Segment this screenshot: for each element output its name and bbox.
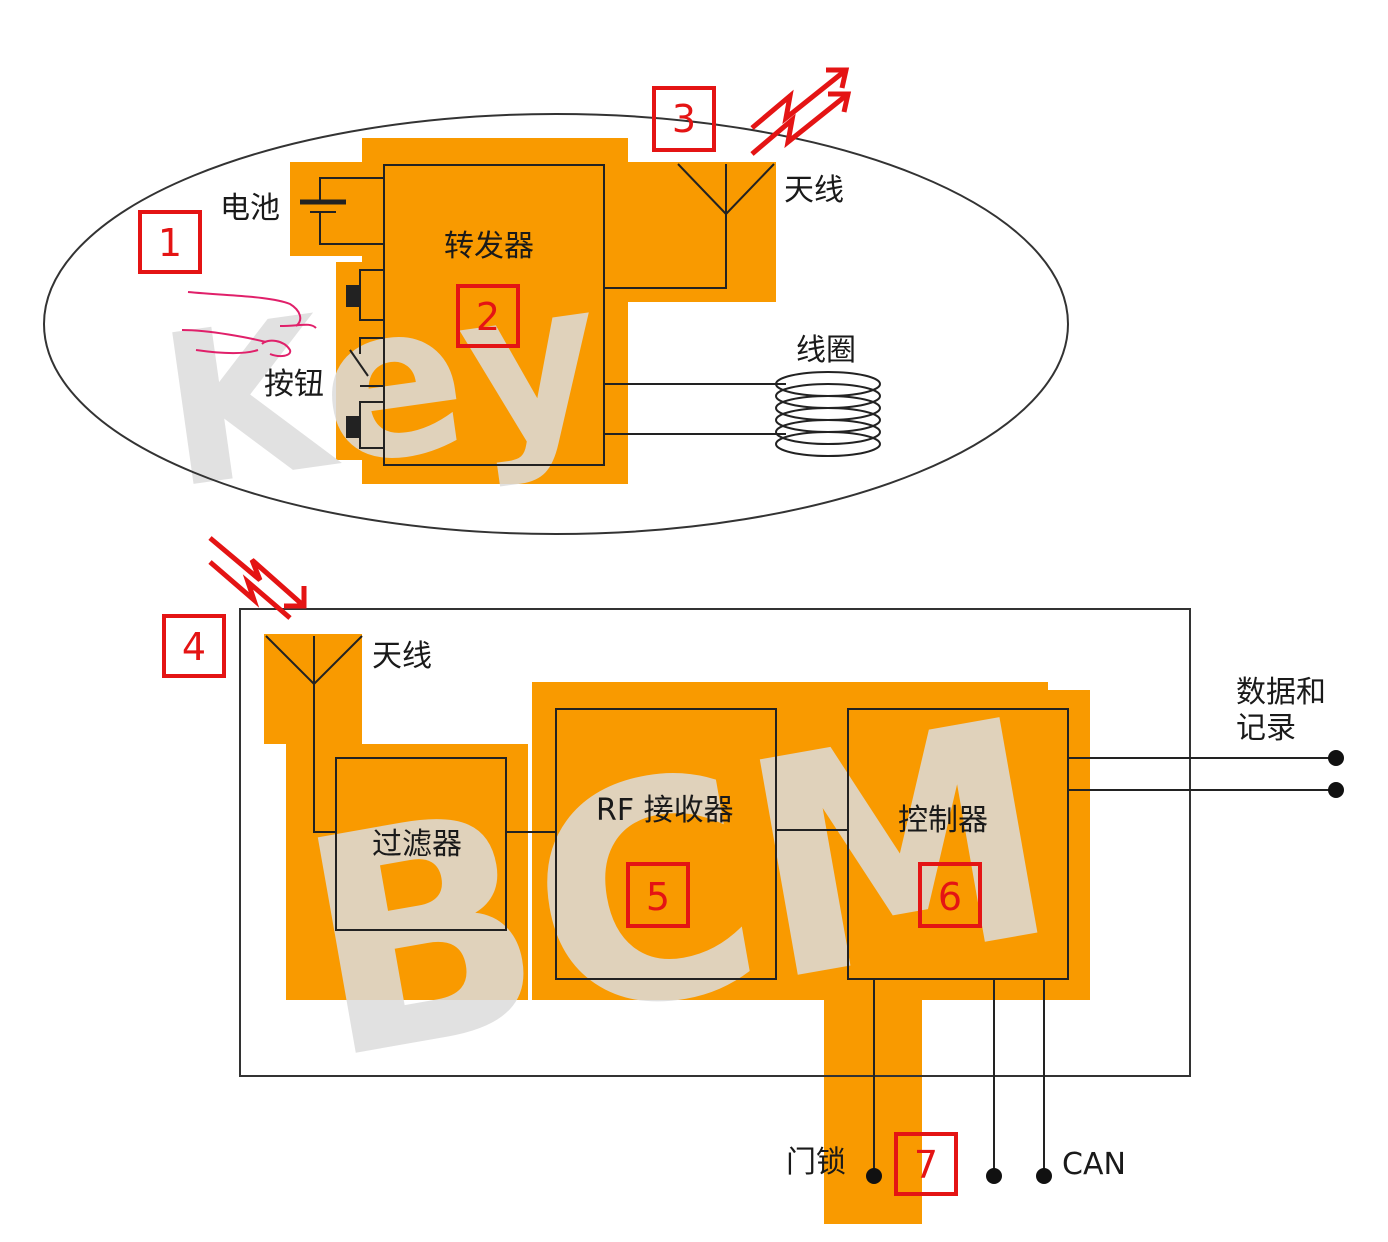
bcm-radio-wave-icon	[208, 536, 307, 620]
svg-text:4: 4	[182, 625, 206, 669]
button-contact-top-icon	[346, 285, 360, 307]
rf-receiver-box	[555, 708, 777, 980]
bcm-antenna-icon	[265, 635, 363, 833]
marker-1: 1	[138, 210, 202, 274]
marker-3: 3	[652, 86, 716, 152]
transponder-label: 转发器	[444, 229, 534, 264]
controller-box	[847, 708, 1069, 980]
fob-antenna-label: 天线	[784, 173, 844, 208]
door-lock-label: 门锁	[786, 1145, 846, 1180]
coil-label: 线圈	[796, 333, 856, 368]
controller-label: 控制器	[898, 803, 988, 838]
data-log-label-line1: 数据和	[1236, 675, 1326, 710]
terminal-dots	[866, 750, 1344, 1184]
rf-receiver-label: RF 接收器	[596, 793, 734, 828]
key-fob-outline	[43, 113, 1069, 535]
bcm-outline	[239, 608, 1191, 1077]
marker-4: 4	[162, 614, 226, 678]
bcm-wires	[506, 757, 1336, 1176]
bcm-antenna-label: 天线	[372, 639, 432, 674]
data-log-label-line2: 记录	[1236, 711, 1296, 746]
marker-5: 5	[626, 862, 690, 928]
transponder-box	[383, 164, 605, 466]
battery-icon	[300, 177, 384, 245]
fob-watermark: Key	[147, 232, 615, 536]
svg-text:5: 5	[646, 875, 670, 919]
filter-box	[335, 757, 507, 931]
svg-text:1: 1	[158, 221, 182, 265]
button-contact-bottom-icon	[346, 416, 360, 438]
fob-antenna-icon	[604, 163, 775, 289]
svg-text:2: 2	[476, 295, 500, 339]
fob-radio-wave-icon	[750, 67, 852, 156]
battery-label: 电池	[220, 191, 280, 226]
hand-icon	[181, 291, 317, 358]
marker-2: 2	[456, 284, 520, 348]
filter-label: 过滤器	[372, 827, 462, 862]
button-label: 按钮	[264, 367, 324, 402]
coil-icon	[775, 371, 881, 457]
svg-text:3: 3	[672, 97, 696, 141]
svg-text:7: 7	[914, 1143, 938, 1187]
can-label: CAN	[1062, 1147, 1126, 1182]
key-fob-section: Key	[43, 67, 1069, 536]
bcm-section: BCM	[162, 536, 1344, 1224]
svg-text:6: 6	[938, 875, 962, 919]
marker-6: 6	[918, 862, 982, 928]
marker-7: 7	[894, 1132, 958, 1196]
coil-wires	[604, 383, 786, 435]
